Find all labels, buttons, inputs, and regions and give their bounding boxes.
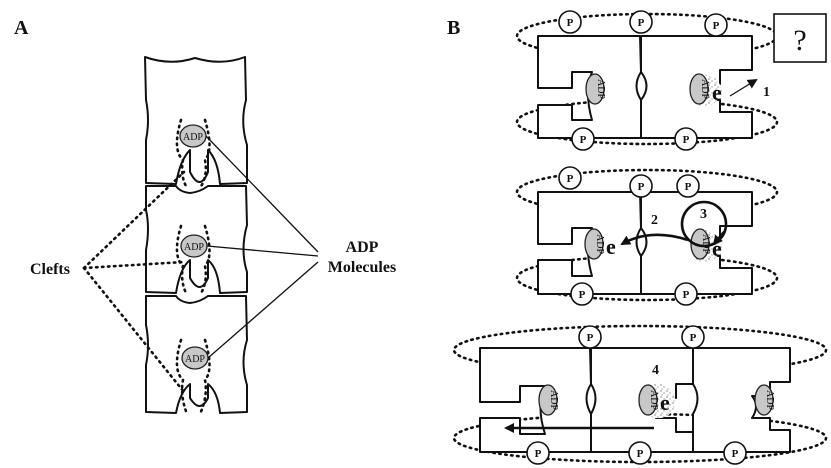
step-number-3: 3 [700,207,707,222]
actin-subunit-3: ADP [146,296,247,414]
step-number-4: 4 [652,363,659,378]
phosphate-b1-2: P [638,17,645,29]
adp-label-b2-left: ADP [594,234,605,254]
electron-b2-left: e [606,234,616,259]
panel-a-letter: A [14,17,29,39]
phosphate-b2-4: P [579,289,586,301]
adp-label-a2: ADP [184,242,204,253]
filament-row-1: ADP ADP e P P P P P 1 [517,11,777,150]
phosphate-b2-3: P [685,181,692,193]
adp-label-b3-right: ADP [764,390,775,410]
electron-b1: e [712,80,722,105]
adp-label-b1-right: ADP [699,79,710,99]
question-box: ? [774,14,826,62]
adp-label-b3-middle: ADP [648,390,659,410]
electron-b3: e [660,390,670,415]
adp-molecules-label-line2: Molecules [328,259,396,276]
panel-b-letter: B [447,17,460,39]
phosphate-b1-3: P [713,20,720,32]
phosphate-b3-4: P [637,448,644,460]
phosphate-b1-1: P [567,17,574,29]
actin-subunit-2: ADP [146,186,247,295]
phosphate-b1-4: P [580,134,587,146]
question-mark: ? [793,24,806,57]
adp-label-b3-left: ADP [548,390,559,410]
clefts-label: Clefts [30,261,70,278]
actin-subunit-1: ADP [145,57,247,188]
phosphate-b2-2: P [638,181,645,193]
step-number-1: 1 [763,85,770,100]
adp-label-b1-left: ADP [595,79,606,99]
phosphate-b3-2: P [690,332,697,344]
adp-label-a1: ADP [183,132,203,143]
adp-molecules-label-line1: ADP [346,239,379,256]
adp-label-a3: ADP [185,354,205,365]
phosphate-b1-5: P [683,134,690,146]
filament-row-3: ADP ADP ADP e 4 P P P P P [454,326,826,464]
phosphate-b2-5: P [683,289,690,301]
phosphate-b3-5: P [732,448,739,460]
phosphate-b2-1: P [567,173,574,185]
step-number-2: 2 [651,213,658,228]
phosphate-b3-3: P [535,448,542,460]
filament-row-2: ADP ADP e e P P P P P 2 3 [517,167,777,305]
phosphate-b3-1: P [587,332,594,344]
